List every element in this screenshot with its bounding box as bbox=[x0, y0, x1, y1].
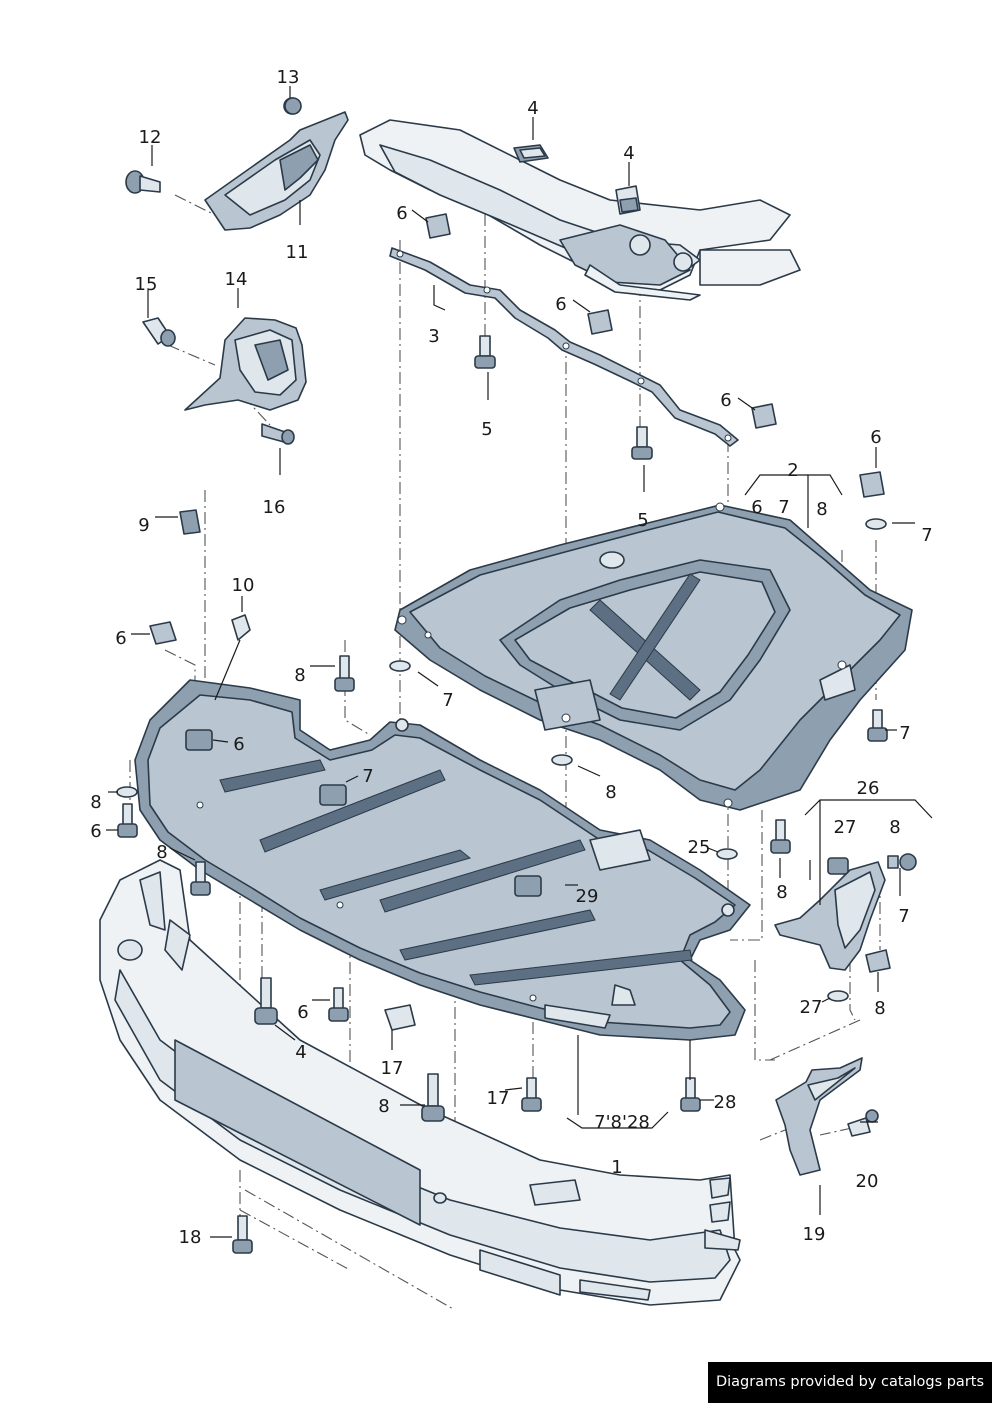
callout-8: 6 bbox=[90, 821, 101, 842]
bolt-16 bbox=[261, 423, 295, 445]
callout-9: 9 bbox=[138, 515, 149, 536]
callout-19: 19 bbox=[803, 1224, 826, 1245]
callout-6: 6 bbox=[720, 390, 731, 411]
callout-20: 20 bbox=[856, 1171, 879, 1192]
callout-8: 8 bbox=[816, 499, 827, 520]
callout-4-top: 4 bbox=[527, 98, 538, 119]
callout-8: 8 bbox=[294, 665, 305, 686]
screw-20 bbox=[847, 1109, 879, 1137]
clip-12 bbox=[125, 170, 161, 194]
callout-4: 17 bbox=[381, 1058, 404, 1079]
callout-6: 6 bbox=[555, 294, 566, 315]
callout-7: 7 bbox=[778, 497, 789, 518]
clip-4-upper bbox=[513, 144, 549, 163]
callout-27: 8 bbox=[874, 998, 885, 1019]
callout-15: 15 bbox=[135, 274, 158, 295]
leader-lines bbox=[106, 86, 933, 1238]
callout-14: 14 bbox=[225, 269, 248, 290]
callout-11: 11 bbox=[286, 242, 309, 263]
callout-12: 12 bbox=[139, 127, 162, 148]
air-duct-14 bbox=[184, 317, 307, 411]
bracket-19 bbox=[775, 1057, 863, 1176]
callout-28: 28 bbox=[714, 1092, 737, 1113]
callout-4-right: 4 bbox=[623, 143, 634, 164]
bumper-cover bbox=[99, 859, 741, 1306]
callout-7: 7 bbox=[442, 690, 453, 711]
callout-1: 1 bbox=[611, 1157, 622, 1178]
callout-26: 27 bbox=[834, 817, 857, 838]
callout-7: 8 bbox=[605, 782, 616, 803]
clip-15 bbox=[142, 317, 176, 347]
callout-7: 8 bbox=[90, 792, 101, 813]
callout-10: 10 bbox=[232, 575, 255, 596]
callout-group-7-8-28: 7'8'28 bbox=[594, 1112, 650, 1133]
callout-25: 26 bbox=[857, 778, 880, 799]
bracket-25 bbox=[774, 853, 917, 971]
callout-labels: 13 12 11 4 4 6 3 6 5 6 15 14 16 2 6 7 8 … bbox=[90, 67, 932, 1248]
clip-9 bbox=[179, 509, 201, 535]
underbody-panel-rear bbox=[394, 502, 913, 811]
air-duct-11 bbox=[204, 97, 349, 231]
callout-6: 6 bbox=[870, 427, 881, 448]
callout-17: 4 bbox=[295, 1042, 306, 1063]
callout-6: 6 bbox=[751, 497, 762, 518]
callout-29: 7 bbox=[898, 906, 909, 927]
callout-6: 6 bbox=[233, 734, 244, 755]
callout-6: 7 bbox=[362, 766, 373, 787]
callout-6: 6 bbox=[115, 628, 126, 649]
bracket-3-strip bbox=[389, 247, 739, 447]
callout-17: 8 bbox=[378, 1096, 389, 1117]
callout-27: 8 bbox=[889, 817, 900, 838]
callout-7: 7 bbox=[921, 525, 932, 546]
callout-6: 29 bbox=[576, 886, 599, 907]
callout-2: 2 bbox=[787, 460, 798, 481]
callout-7: 25 bbox=[688, 837, 711, 858]
callout-8: 8 bbox=[776, 882, 787, 903]
bolts bbox=[117, 97, 888, 1254]
clip-4-right bbox=[615, 185, 641, 215]
callout-7: 27 bbox=[800, 997, 823, 1018]
callout-18: 18 bbox=[179, 1227, 202, 1248]
callout-5: 5 bbox=[637, 510, 648, 531]
callout-16: 16 bbox=[263, 497, 286, 518]
callout-13: 13 bbox=[277, 67, 300, 88]
nuts-clips bbox=[116, 213, 891, 1031]
underbody-panel-front bbox=[134, 679, 751, 1041]
callout-8: 8 bbox=[156, 842, 167, 863]
callout-3: 3 bbox=[428, 326, 439, 347]
callout-6: 6 bbox=[396, 203, 407, 224]
callout-5: 5 bbox=[481, 419, 492, 440]
credit-banner: Diagrams provided by catalogs parts bbox=[708, 1362, 992, 1403]
front-subframe bbox=[359, 119, 801, 301]
callout-8: 6 bbox=[297, 1002, 308, 1023]
callout-8: 17 bbox=[487, 1088, 510, 1109]
clip-10 bbox=[214, 614, 251, 701]
callout-8: 7 bbox=[899, 723, 910, 744]
